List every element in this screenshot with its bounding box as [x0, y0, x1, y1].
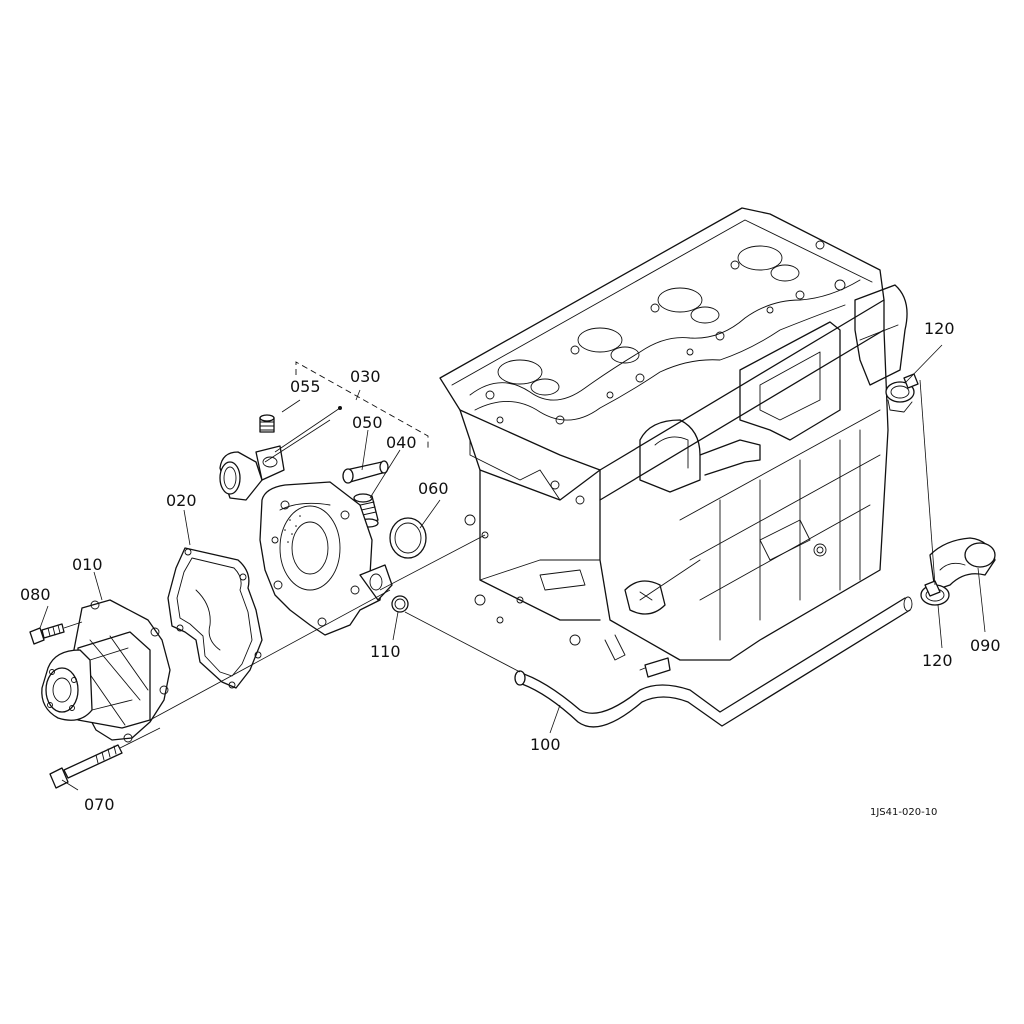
label-050: 050 [352, 413, 383, 432]
label-110: 110 [370, 642, 401, 661]
part-080-bolt [29, 623, 65, 645]
callout-labels: 055 030 050 040 060 020 010 080 070 110 … [20, 319, 1001, 814]
label-120-top: 120 [924, 319, 955, 338]
part-120-clamp-bottom [920, 580, 950, 606]
label-010: 010 [72, 555, 103, 574]
part-010-water-pump [41, 599, 171, 743]
label-080: 080 [20, 585, 51, 604]
part-110-oring [391, 595, 409, 613]
part-090-hose [929, 537, 996, 591]
part-070-bolt [49, 744, 123, 789]
label-120-bottom: 120 [922, 651, 953, 670]
label-070: 070 [84, 795, 115, 814]
label-030: 030 [350, 367, 381, 386]
label-060: 060 [418, 479, 449, 498]
engine-block [439, 207, 908, 678]
part-020-gasket [167, 547, 263, 689]
part-060-oring [389, 517, 427, 559]
label-090: 090 [970, 636, 1001, 655]
reference-code: 1JS41-020-10 [870, 807, 937, 818]
label-100: 100 [530, 735, 561, 754]
leader-lines [39, 344, 986, 791]
part-120-clamp-top [885, 373, 919, 413]
part-100-pipe [514, 596, 913, 728]
part-030-housing [219, 445, 393, 636]
head-port-holes [485, 240, 846, 425]
label-020: 020 [166, 491, 197, 510]
label-040: 040 [386, 433, 417, 452]
assembly-bracket-030 [295, 361, 429, 450]
label-055: 055 [290, 377, 321, 396]
part-055-plug [259, 414, 275, 433]
